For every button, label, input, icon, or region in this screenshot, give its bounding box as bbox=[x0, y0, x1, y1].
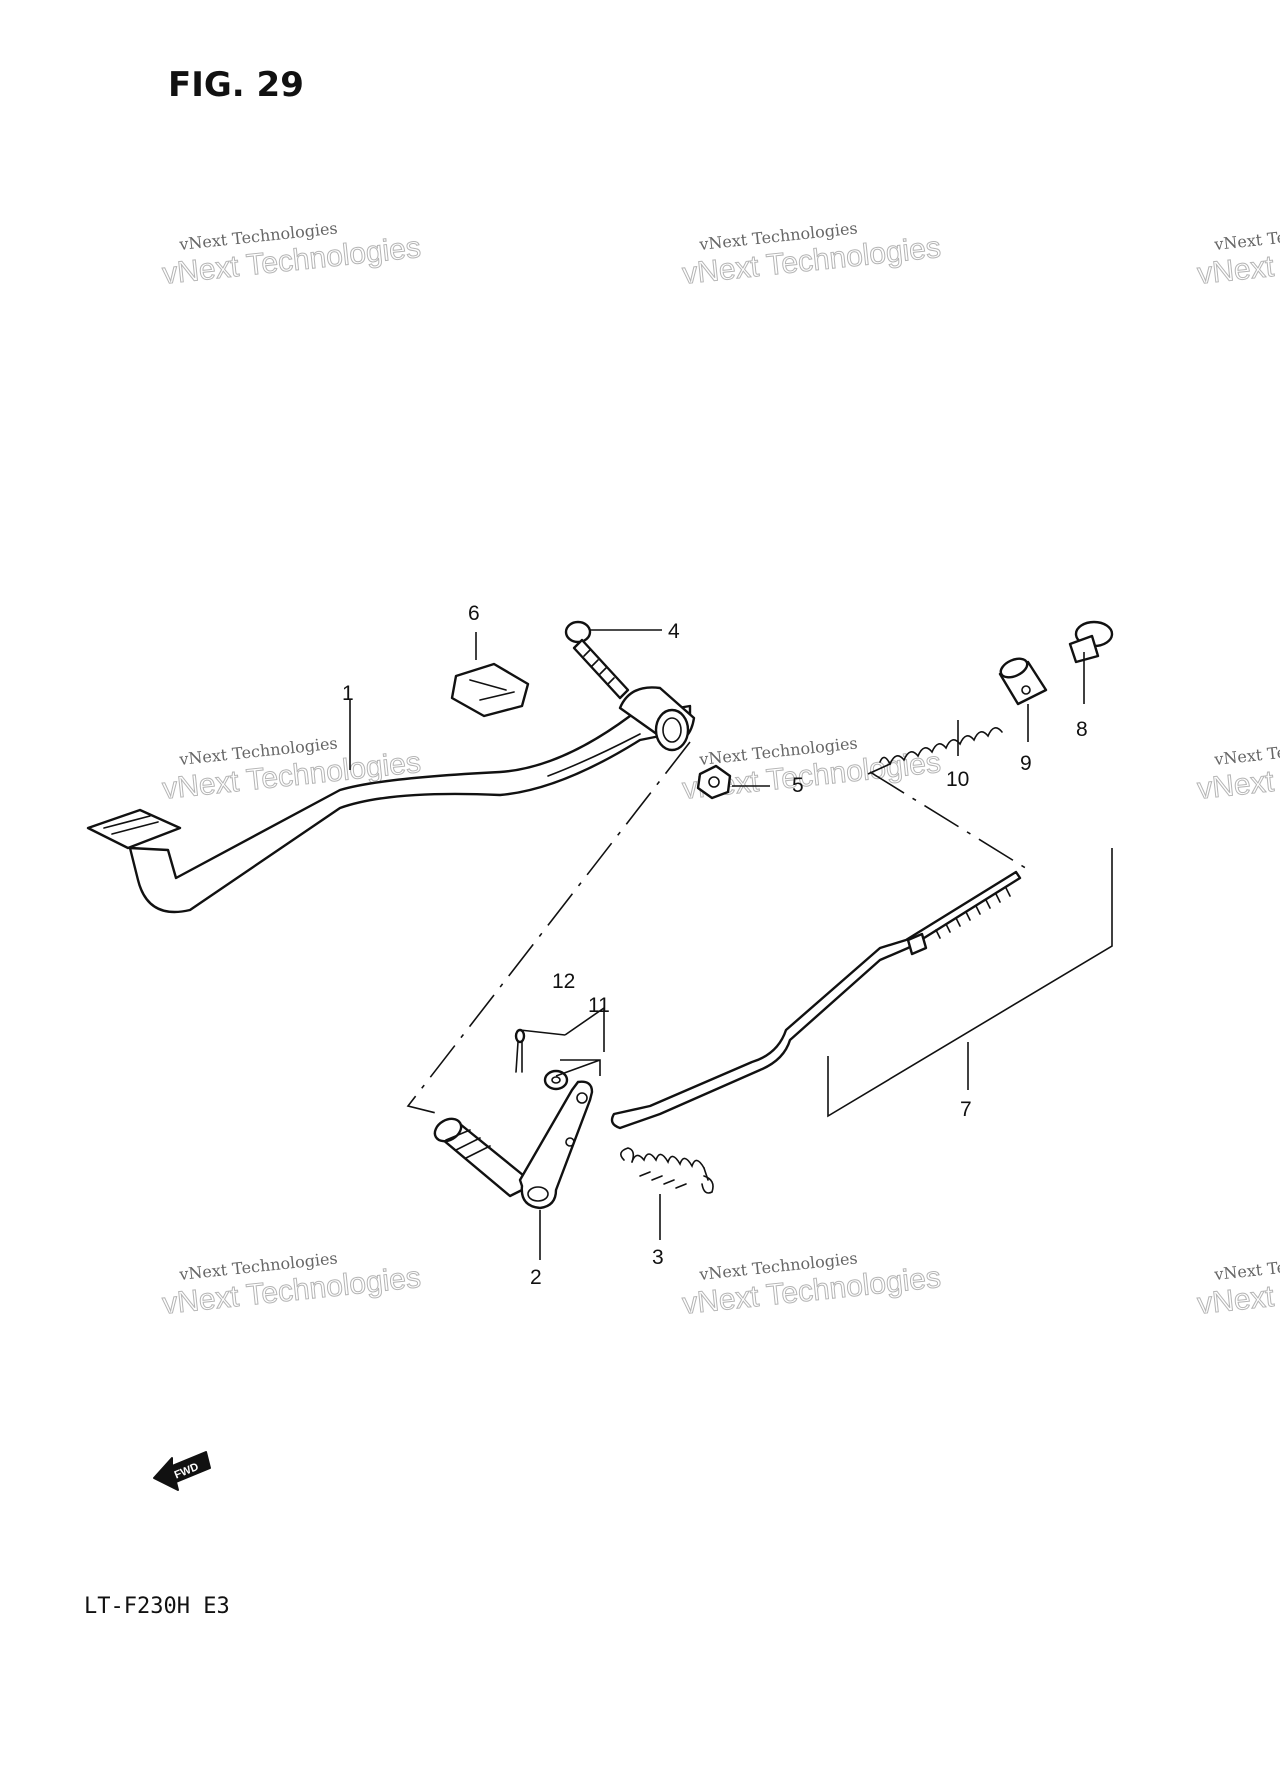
part-4-bolt bbox=[564, 620, 630, 700]
watermark: vNext Technologies vNext Technologies bbox=[160, 218, 423, 291]
fwd-arrow-icon: FWD bbox=[153, 1451, 211, 1491]
callout-9: 9 bbox=[1020, 752, 1032, 775]
part-8-pin bbox=[1068, 620, 1114, 664]
watermark: vNext Technologies vNext Technologies bbox=[1195, 218, 1280, 291]
callout-3: 3 bbox=[652, 1246, 664, 1269]
callouts: 1 2 3 4 5 6 7 8 9 10 11 12 bbox=[342, 602, 1088, 1289]
model-code: LT-F230H E3 bbox=[84, 1594, 230, 1619]
watermark: vNext Technologies vNext Technologies bbox=[1195, 733, 1280, 806]
leader-lines bbox=[349, 629, 1113, 1260]
part-5-nut bbox=[696, 764, 732, 800]
callout-6: 6 bbox=[468, 602, 480, 625]
figure-title: FIG. 29 bbox=[168, 65, 304, 105]
part-10-joint-spring bbox=[879, 727, 1003, 765]
part-7-brake-rod bbox=[610, 870, 1022, 1130]
callout-12: 12 bbox=[552, 970, 575, 993]
callout-8: 8 bbox=[1076, 718, 1088, 741]
watermark: vNext Technologies vNext Technologies bbox=[680, 1248, 943, 1321]
watermark: vNext Technologies vNext Technologies bbox=[680, 218, 943, 291]
callout-11: 11 bbox=[588, 994, 610, 1017]
callout-10: 10 bbox=[946, 768, 969, 791]
watermark: vNext Technologies vNext Technologies bbox=[1195, 1248, 1280, 1321]
callout-4: 4 bbox=[668, 620, 680, 643]
part-6-clip bbox=[450, 662, 530, 718]
callout-7: 7 bbox=[960, 1098, 972, 1121]
callout-5: 5 bbox=[792, 774, 804, 797]
watermark: vNext Technologies vNext Technologies bbox=[160, 1248, 423, 1321]
part-12-cotter-pin bbox=[514, 1028, 526, 1073]
watermark-text: vNext Technologies bbox=[1212, 733, 1280, 769]
part-3-return-spring bbox=[620, 1147, 714, 1194]
callout-2: 2 bbox=[530, 1266, 542, 1289]
part-2-brake-arm bbox=[433, 1080, 594, 1210]
watermark-text: vNext Technologies bbox=[1212, 1248, 1280, 1284]
part-9-joint bbox=[998, 657, 1048, 706]
part-11-washer bbox=[543, 1069, 569, 1091]
watermark-text: vNext Technologies bbox=[1212, 218, 1280, 254]
watermark-group: vNext Technologies vNext Technologies vN… bbox=[160, 218, 1280, 1321]
part-1-brake-pedal bbox=[86, 686, 696, 914]
callout-1: 1 bbox=[342, 682, 354, 705]
